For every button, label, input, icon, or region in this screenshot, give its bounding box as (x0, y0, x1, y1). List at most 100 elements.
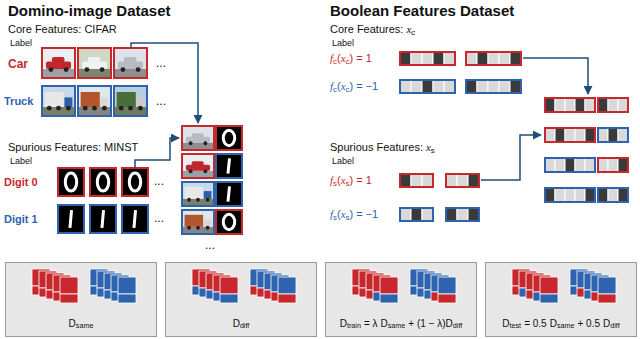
label-text: Domino-image Dataset (8, 2, 171, 19)
label-text: f (330, 208, 333, 220)
formula-line: Dtest= 0.5Dsame+ 0.5Ddiff (486, 318, 636, 331)
image-border (114, 86, 147, 116)
bit-cell (477, 80, 488, 93)
label-text: Core Features: (330, 23, 403, 35)
car-cabin (88, 57, 101, 62)
spurious-card (220, 294, 238, 303)
truck-cargo (117, 92, 136, 107)
spurious-card (278, 294, 296, 303)
truck-cab (100, 97, 108, 107)
bit-cell (433, 52, 444, 65)
dataset-panel: Ddiff (165, 262, 317, 337)
core-card (380, 277, 398, 294)
bit-cell (565, 98, 575, 112)
bit-cell (618, 98, 628, 112)
label-text: Boolean Features Dataset (330, 2, 514, 19)
wheel (92, 106, 97, 111)
label-text: Label (332, 156, 354, 166)
wheel (196, 226, 200, 230)
bit-cell (545, 158, 555, 172)
wheel (100, 67, 105, 72)
photo-background (182, 210, 214, 234)
label-text: ) (350, 208, 354, 220)
bit-cell (555, 128, 565, 142)
vector-border (466, 80, 521, 93)
axis-label: Label (10, 38, 32, 49)
wheel (121, 67, 126, 72)
formula-text: same (76, 321, 94, 330)
label-text: Truck (4, 95, 33, 107)
class-label: Digit 1 (4, 213, 38, 226)
formula-text: = 0.5 (524, 318, 547, 329)
label-text: f (330, 80, 333, 92)
bit-cell (585, 188, 595, 202)
bit-cell (488, 80, 499, 93)
section-label: Spurious Features:xs (330, 141, 435, 155)
bit-cell (608, 158, 618, 172)
wheel (203, 169, 207, 173)
bit-cell (545, 188, 555, 202)
label-text: c (411, 28, 415, 37)
bit-cell (411, 52, 422, 65)
label-text: s (333, 213, 337, 222)
label-text: Digit 0 (4, 176, 38, 188)
vector-border (466, 52, 521, 65)
bit-cell (585, 158, 595, 172)
image-border (58, 205, 84, 233)
photo-background (78, 86, 111, 116)
core-card (220, 277, 238, 294)
image-border (216, 182, 242, 206)
label-text: f (330, 52, 333, 64)
bit-cell (446, 174, 457, 187)
label-text: x (406, 23, 411, 35)
formula-text: test (510, 321, 522, 330)
dataset-panel: Dsame (5, 262, 157, 337)
vector-border (446, 208, 479, 221)
formula-text: train (347, 321, 361, 330)
formula-text: D (340, 318, 347, 329)
image-border (78, 86, 111, 116)
core-card (438, 277, 456, 294)
digit-one (102, 210, 104, 228)
digit-background (122, 168, 148, 196)
spurious-card (60, 294, 78, 303)
formula-text: diff (610, 321, 619, 330)
label-text: ( (337, 80, 341, 92)
bit-cell (575, 128, 585, 142)
label-text: Car (8, 57, 28, 71)
function-label: fc(xc)= 1 (330, 52, 372, 66)
label-text: ( (337, 174, 341, 186)
label-text: c (333, 57, 337, 66)
label-text: c (346, 85, 350, 94)
truck-cab (204, 191, 212, 199)
image-border (182, 182, 214, 206)
digit-zero (223, 214, 234, 229)
section-label: Spurious Features: MINST (8, 141, 138, 154)
vector-border (400, 80, 455, 93)
spurious-card (118, 294, 136, 303)
axis-label: Label (332, 156, 354, 167)
formula-text: D (446, 318, 453, 329)
photo-background (182, 126, 214, 150)
wheel (138, 106, 143, 111)
formula-text: = λ (364, 318, 378, 329)
formula-text: same (557, 321, 575, 330)
boolean-illustration (400, 52, 628, 221)
bit-cell (545, 128, 555, 142)
truck-cargo (185, 215, 204, 227)
bit-cell (555, 158, 565, 172)
bit-cell (400, 52, 411, 65)
ellipsis: ... (156, 56, 166, 70)
section-label: Core Features: CIFAR (8, 23, 117, 36)
ellipsis: ... (205, 238, 215, 252)
formula-line: Dtrain= λDsame+ (1 − λ)Ddiff (326, 318, 476, 331)
label-text: x (341, 80, 346, 92)
vector-border (545, 188, 595, 202)
digit-zero (97, 173, 108, 191)
bit-cell (608, 188, 618, 202)
formula-text: D (381, 318, 388, 329)
image-border (122, 205, 148, 233)
image-border (114, 48, 147, 78)
class-label: Truck (4, 95, 33, 108)
